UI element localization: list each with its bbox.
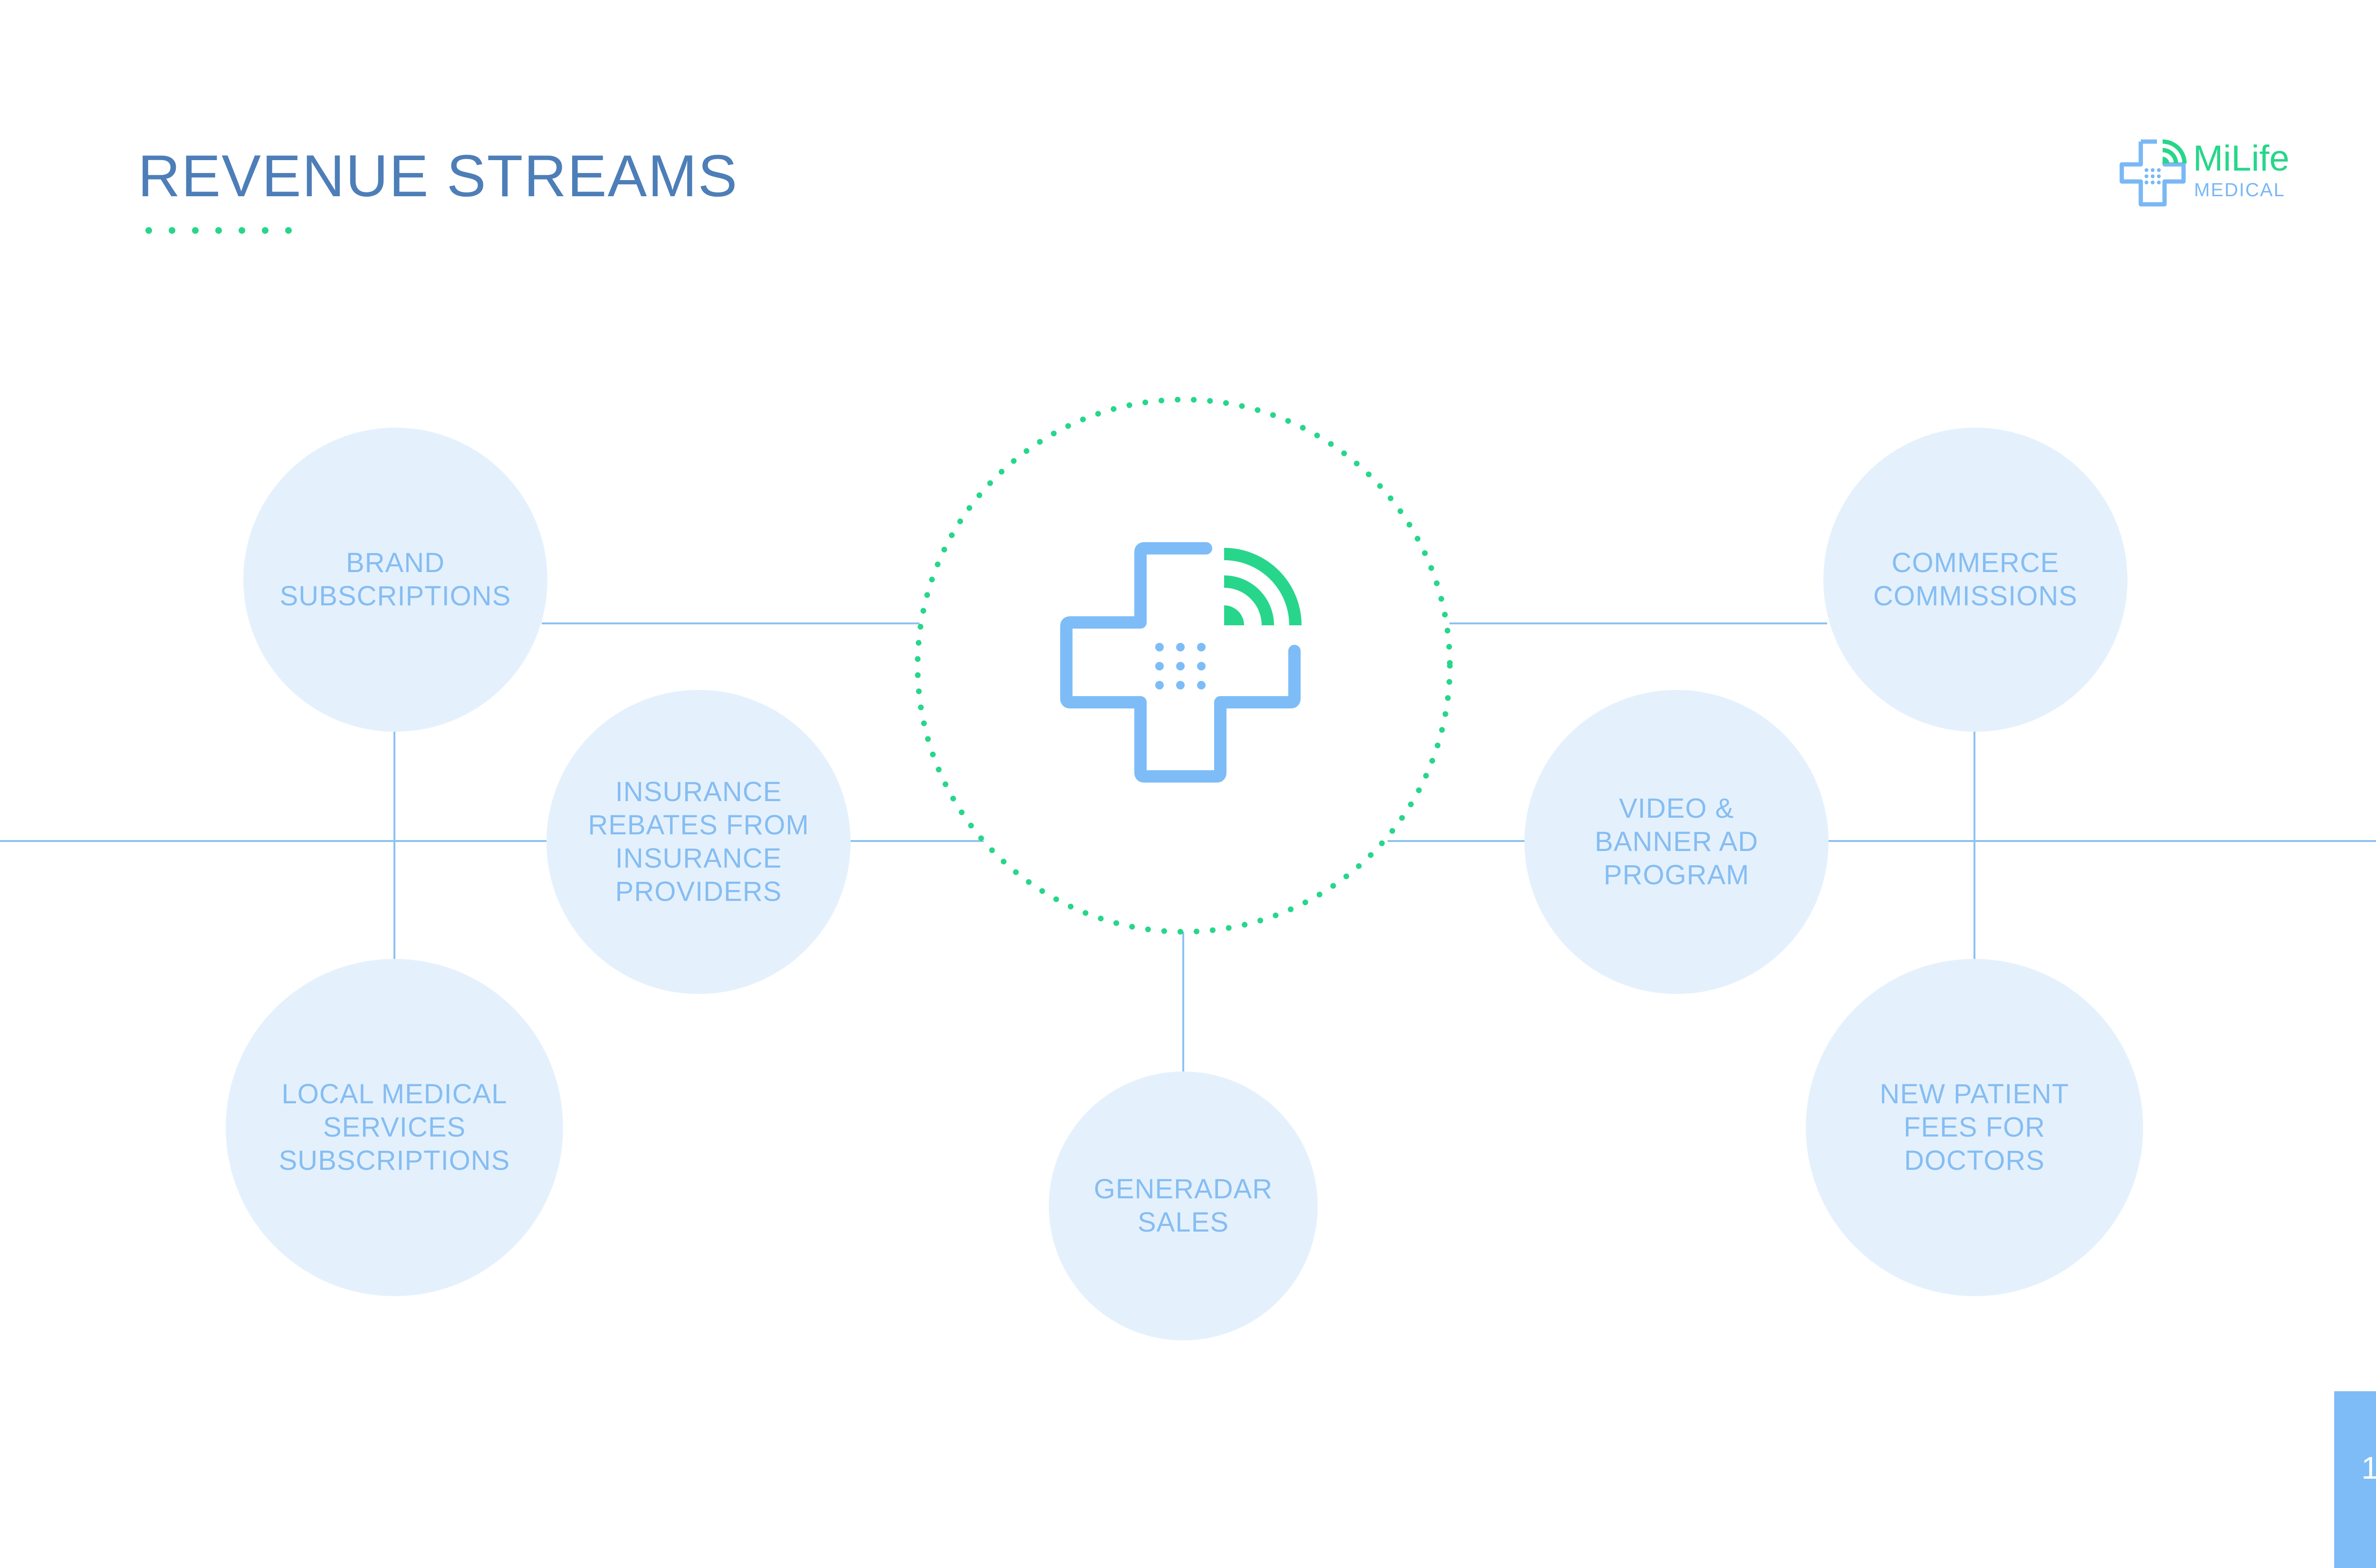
node-label: GENERADAR SALES xyxy=(1093,1174,1273,1238)
node-new-patient-fees: NEW PATIENT FEES FOR DOCTORS xyxy=(1806,959,2143,1296)
node-label: LOCAL MEDICAL SERVICES SUBSCRIPTIONS xyxy=(278,1079,510,1176)
node-generadar-sales: GENERADAR SALES xyxy=(1049,1071,1318,1340)
logo-icon xyxy=(2119,139,2187,207)
title-underline-dots xyxy=(145,227,292,234)
logo-name: MiLife xyxy=(2193,138,2290,179)
node-label: VIDEO & BANNER AD PROGRAM xyxy=(1594,793,1759,890)
node-label: NEW PATIENT FEES FOR DOCTORS xyxy=(1879,1079,2069,1176)
node-label: COMMERCE COMMISSIONS xyxy=(1873,547,2078,612)
logo-subtitle: MEDICAL xyxy=(2194,180,2285,201)
node-label: INSURANCE REBATES FROM INSURANCE PROVIDE… xyxy=(588,776,809,907)
brand-logo: MiLife MEDICAL xyxy=(2117,138,2298,214)
medical-cross-signal-icon xyxy=(1060,542,1302,783)
node-insurance-rebates: INSURANCE REBATES FROM INSURANCE PROVIDE… xyxy=(546,690,851,994)
page-title: REVENUE STREAMS xyxy=(138,143,738,209)
node-video-banner-ad: VIDEO & BANNER AD PROGRAM xyxy=(1524,690,1829,994)
node-local-medical-services: LOCAL MEDICAL SERVICES SUBSCRIPTIONS xyxy=(226,959,563,1296)
node-label: BRAND SUBSCRIPTIONS xyxy=(279,547,511,612)
node-brand-subscriptions: BRAND SUBSCRIPTIONS xyxy=(243,428,547,732)
node-commerce-commissions: COMMERCE COMMISSIONS xyxy=(1823,428,2127,732)
page-number-box: 16 xyxy=(2334,1391,2376,1568)
page-number: 16 xyxy=(2361,1450,2376,1485)
